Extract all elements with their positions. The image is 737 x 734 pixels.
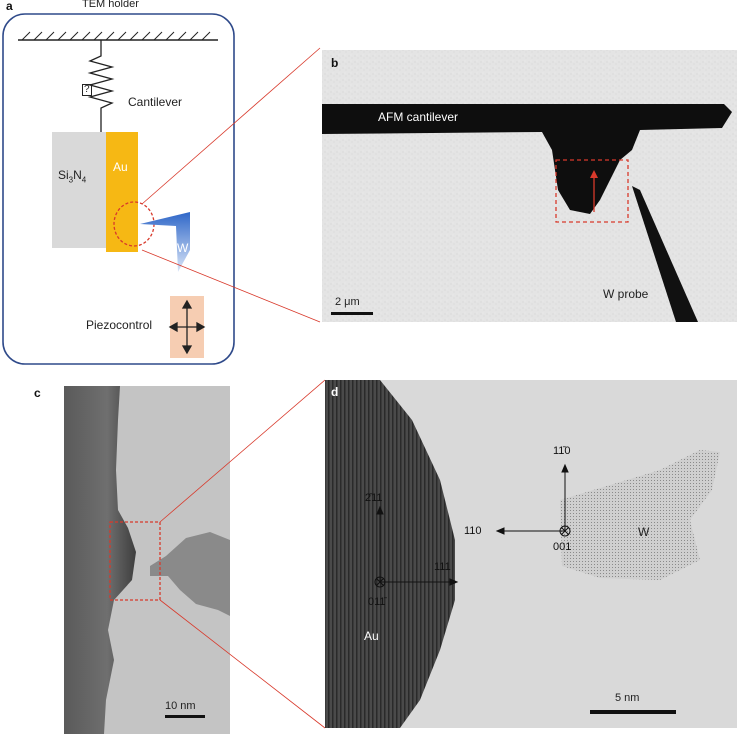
spring xyxy=(87,40,115,132)
force-arrow-head xyxy=(590,170,598,178)
spring-symbol: ? xyxy=(82,84,92,96)
scale-label-b: 2 μm xyxy=(335,296,360,308)
cantilever-label: Cantilever xyxy=(128,95,183,109)
scale-label-c: 10 nm xyxy=(165,700,196,712)
tip-highlight-box xyxy=(555,159,629,223)
w-dir-out: 001 xyxy=(553,541,572,553)
w-axes xyxy=(495,463,571,537)
w-label-a: W xyxy=(177,241,189,255)
au-label-a: Au xyxy=(113,160,128,174)
au-lattice xyxy=(325,380,455,728)
au-dir-up: 2̄11 xyxy=(365,492,383,504)
w-dir-left: 110 xyxy=(464,525,482,537)
w-probe-needle xyxy=(632,186,698,322)
w-probe-shape xyxy=(140,212,190,272)
ceiling-hatch xyxy=(21,31,211,41)
tem-holder-label: TEM holder xyxy=(82,0,139,10)
piezo-arrows-icon xyxy=(168,299,206,355)
zoom-line-cd-bottom xyxy=(159,599,326,729)
scale-bar-b xyxy=(331,312,373,315)
au-label-d: Au xyxy=(364,629,379,643)
w-tip-gray xyxy=(150,532,230,616)
au-dir-right: 111 xyxy=(434,561,451,573)
au-axes xyxy=(374,505,459,588)
w-lattice xyxy=(560,450,720,580)
piezocontrol-label: Piezocontrol xyxy=(86,318,153,332)
au-block xyxy=(106,132,138,252)
gap-highlight-box xyxy=(109,521,161,601)
panel-letter-c: c xyxy=(34,386,41,400)
scale-label-d: 5 nm xyxy=(615,692,640,704)
afm-cantilever-label: AFM cantilever xyxy=(378,110,459,124)
zoom-line-cd-top xyxy=(159,379,326,523)
si3n4-label: Si3N4 xyxy=(58,168,87,185)
au-tip-dark xyxy=(64,386,136,734)
panel-letter-b: b xyxy=(331,56,339,70)
si3n4-block xyxy=(52,132,106,248)
au-dir-out: 011̄ xyxy=(368,596,386,608)
scale-bar-c xyxy=(165,715,205,718)
afm-cantilever-shape xyxy=(322,104,732,214)
panel-letter-a: a xyxy=(6,0,13,13)
w-dir-up: 11̄0 xyxy=(553,445,571,457)
scale-bar-d xyxy=(590,710,676,714)
zoom-line-ab-bottom xyxy=(141,249,321,323)
panel-letter-d: d xyxy=(331,385,339,399)
w-label-d: W xyxy=(638,525,650,539)
w-probe-label: W probe xyxy=(603,287,649,301)
zoom-line-ab-top xyxy=(141,47,321,205)
